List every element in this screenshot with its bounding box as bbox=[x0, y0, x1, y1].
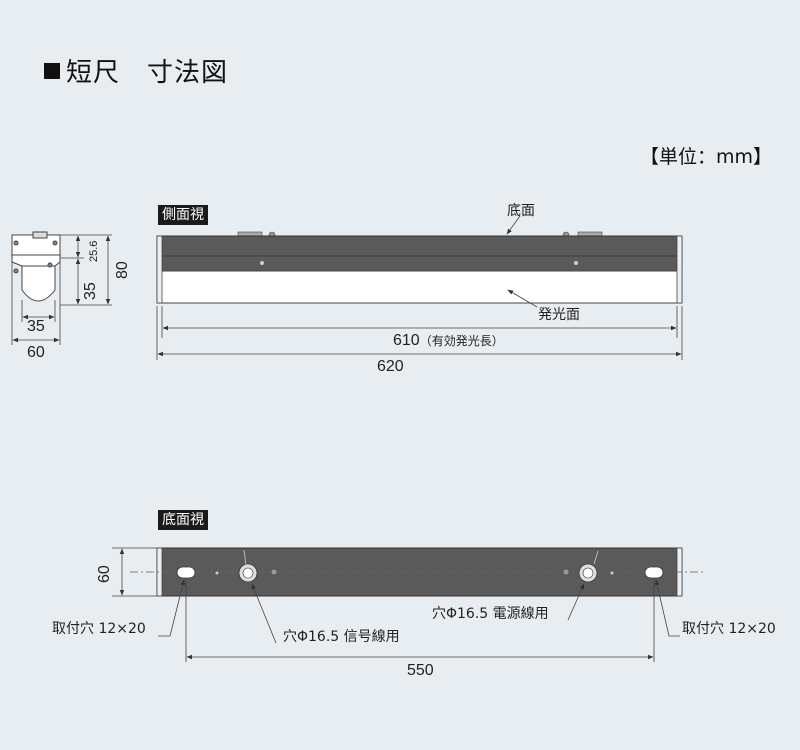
side-endcap-right bbox=[676, 235, 683, 304]
side-view-dimensions bbox=[156, 215, 683, 360]
emit-face-label: 発光面 bbox=[538, 307, 580, 323]
dim-610-note: （有効発光長） bbox=[419, 334, 504, 348]
leader-mount-right bbox=[654, 579, 680, 637]
side-housing bbox=[156, 235, 683, 272]
dim-60-bottom-label: 60 bbox=[96, 565, 113, 583]
section-lens bbox=[11, 254, 61, 302]
dim-60-label: 60 bbox=[27, 344, 45, 361]
signal-hole-label: 穴Φ16.5 信号線用 bbox=[283, 629, 400, 645]
dim-610-value: 610 bbox=[393, 332, 420, 349]
section-screw-br bbox=[47, 262, 53, 268]
side-screw-left bbox=[260, 261, 264, 265]
screw-right-1 bbox=[562, 568, 570, 576]
dot-right bbox=[610, 571, 614, 575]
side-screw-right bbox=[574, 261, 578, 265]
power-hole-inner bbox=[582, 567, 594, 579]
leader-emit bbox=[507, 289, 538, 308]
leader-signal bbox=[251, 583, 277, 644]
side-endcap-left bbox=[156, 235, 163, 304]
mount-hole-right bbox=[644, 566, 664, 579]
power-tick bbox=[593, 550, 599, 565]
power-hole-label: 穴Φ16.5 電源線用 bbox=[432, 606, 549, 622]
section-screw-r bbox=[52, 240, 58, 246]
cross-section bbox=[11, 231, 61, 302]
side-lens bbox=[156, 270, 683, 304]
page-title: 短尺 寸法図 bbox=[44, 52, 228, 89]
dim-35-v-label: 35 bbox=[82, 282, 99, 300]
leader-bottom bbox=[506, 215, 521, 235]
mount-hole-left-label: 取付穴 12×20 bbox=[52, 621, 146, 637]
screw-left-1 bbox=[270, 568, 278, 576]
side-view-tag: 側面視 bbox=[158, 205, 208, 225]
leader-mount-left bbox=[158, 579, 185, 637]
leader-power bbox=[567, 583, 585, 621]
bottom-face-label: 底面 bbox=[507, 203, 535, 219]
unit-label: 【単位：mm】 bbox=[640, 146, 773, 168]
signal-hole-inner bbox=[242, 567, 254, 579]
bottom-view-tag: 底面視 bbox=[158, 510, 208, 530]
dot-left bbox=[215, 571, 219, 575]
title-square-icon bbox=[44, 63, 60, 79]
section-screw-l bbox=[13, 240, 19, 246]
dim-620-label: 620 bbox=[377, 358, 404, 375]
signal-tick bbox=[243, 549, 247, 566]
dim-80-label: 80 bbox=[114, 261, 131, 279]
section-screw-bl bbox=[13, 268, 19, 274]
dim-35-h-label: 35 bbox=[27, 318, 45, 335]
mount-hole-right-label: 取付穴 12×20 bbox=[682, 621, 776, 637]
dim-25-6-label: 25.6 bbox=[88, 240, 100, 262]
bottom-view-dimensions bbox=[112, 547, 680, 662]
section-dimensions bbox=[11, 234, 112, 345]
dim-550-label: 550 bbox=[407, 662, 434, 679]
bottom-view-body bbox=[130, 547, 706, 597]
section-cap bbox=[32, 231, 48, 239]
mount-hole-left bbox=[176, 566, 196, 579]
title-text: 短尺 寸法図 bbox=[66, 58, 229, 88]
dim-610-label: 610（有効発光長） bbox=[393, 332, 504, 350]
side-view-body bbox=[156, 231, 683, 304]
